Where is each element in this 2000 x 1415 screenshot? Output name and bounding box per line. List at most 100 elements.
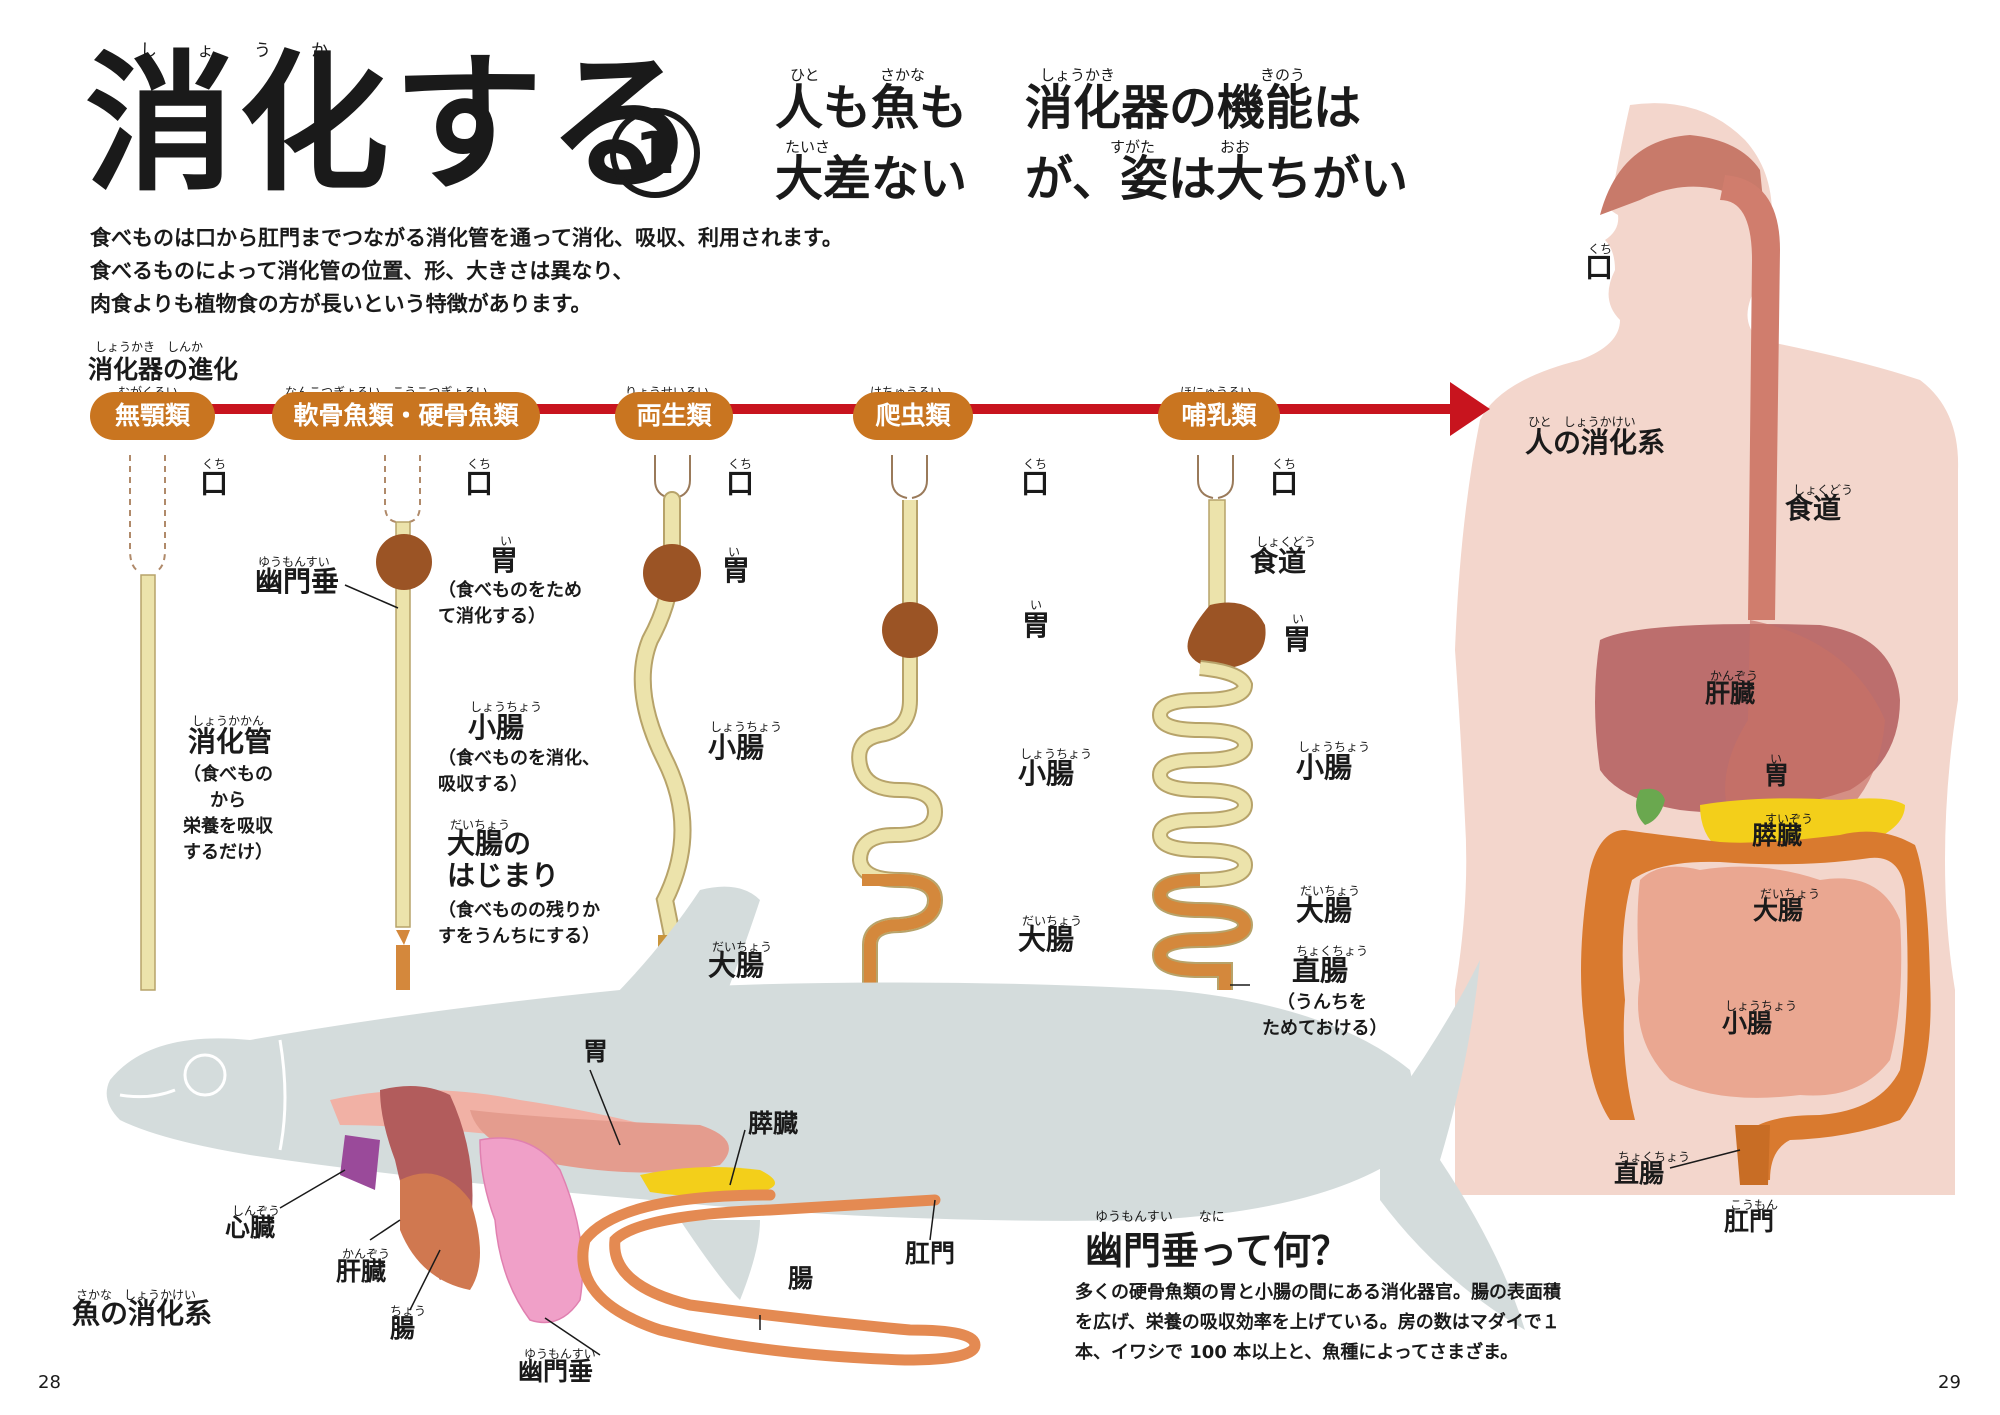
mouth-label: 口 (1270, 467, 1299, 500)
digestive-tract-label: 消化管 (188, 725, 273, 758)
title-ruby: しょうか (140, 41, 368, 61)
fish-stomach-label: 胃 (583, 1037, 609, 1066)
small-int-ruby: しょうちょう (1725, 999, 1798, 1013)
pancreas-ruby: すいぞう (1765, 812, 1814, 826)
sub-ruby-oo: おお (1220, 138, 1251, 156)
subtitle-2b: が、姿は大ちがい (1025, 151, 1409, 207)
fish-intestine-label-right: 腸 (788, 1264, 814, 1293)
note-line: （うんちを (1277, 992, 1367, 1013)
intestine-ruby: ちょう (390, 1304, 427, 1318)
large-intestine-label: 大腸 (708, 949, 765, 982)
stomach-note: （食べものをため て消化する） (438, 578, 582, 630)
subtitle-1b: 消化器の機能は (1025, 80, 1362, 136)
sub-ruby-taisa: たいさ (785, 138, 831, 156)
small-intestine-label: 小腸 (1018, 757, 1075, 790)
mouth-ruby: くち (728, 457, 753, 471)
stomach-label: 胃 (1283, 623, 1312, 656)
liver-ruby: かんぞう (342, 1247, 391, 1261)
large-intestine-label: 大腸 (1296, 894, 1353, 927)
fish-pancreas-label: 膵臓 (748, 1109, 799, 1138)
stomach-ruby: い (1292, 612, 1305, 626)
note-line: （食べものをため (438, 580, 582, 601)
page-number-left: 28 (38, 1372, 61, 1393)
rectum-label: 直腸 (1292, 954, 1349, 987)
human-liver-label: 肝臓 (1705, 679, 1756, 708)
large-start-note: （食べものの残りか すをうんちにする） (438, 898, 600, 950)
human-pancreas-label: 膵臓 (1752, 821, 1803, 850)
note-line: （食べものの残りか (438, 900, 600, 921)
leader-lines (279, 584, 1741, 1356)
large-start-label: 大腸の はじまり (447, 827, 560, 893)
note-line: ためておける） (1262, 1018, 1388, 1040)
evolution-heading-ruby: しょうかき しんか (95, 340, 204, 354)
small-int-ruby: しょうちょう (470, 700, 543, 714)
human-small-intestine-label: 小腸 (1722, 1009, 1773, 1038)
rectum-note: （うんちを ためておける） (1262, 990, 1388, 1042)
fish-eye (183, 1053, 227, 1097)
sub-ruby-kinou: きのう (1260, 66, 1306, 84)
human-body-figure (1455, 103, 1959, 1196)
fish-liver-lower (400, 1173, 480, 1290)
fish-head-outline (278, 1039, 287, 1151)
fish-intestine (577, 1189, 981, 1366)
fish-heart-label: 心臓 (225, 1213, 276, 1242)
small-int-ruby: しょうちょう (1298, 740, 1371, 754)
pyloric-ruby: ゆうもんすい (258, 555, 330, 569)
question-title: 幽門垂って何？ (1085, 1229, 1350, 1273)
question-title-ruby: ゆうもんすい なに (1095, 1210, 1225, 1225)
mouth-ruby: くち (467, 457, 492, 471)
label-line: はじまり (447, 859, 560, 893)
page-title: 消化する (85, 38, 702, 212)
small-intestine-label: 小腸 (468, 711, 525, 744)
human-small-intestine (1637, 866, 1902, 1098)
pyloric-label: 幽門垂 (255, 565, 340, 598)
note-line: （食べものから (183, 764, 273, 812)
intro-line: 肉食よりも植物食の方が長いという特徴があります。 (90, 292, 592, 316)
fish-heart (340, 1135, 380, 1190)
small-intestine-label: 小腸 (708, 731, 765, 764)
mouth-label: 口 (1021, 467, 1050, 500)
pill-amphibians: 両生類 (615, 392, 733, 440)
stomach-ruby: い (500, 534, 513, 548)
large-ruby: だいちょう (1022, 914, 1083, 928)
sub-ruby-sakana: さかな (880, 66, 926, 84)
human-esophagus-tube (1720, 175, 1780, 620)
esophagus-label: 食道 (1250, 545, 1307, 578)
fish-title-ruby: さかな しょうかけい (76, 1288, 197, 1302)
reptile-tract (851, 455, 943, 990)
note-line: すをうんちにする） (438, 926, 601, 948)
evolution-heading: 消化器の進化 (88, 355, 239, 384)
human-stomach-label: 胃 (1764, 761, 1790, 790)
digestive-tract-note: （食べものから 栄養を吸収 するだけ） (178, 762, 278, 866)
large-ruby: だいちょう (450, 818, 511, 832)
mouth-ruby: くち (1272, 457, 1297, 471)
stomach-label: 胃 (1022, 609, 1051, 642)
mouth-ruby: くち (202, 457, 227, 471)
human-mouth-label: 口 (1585, 251, 1614, 284)
fish-tract (376, 455, 432, 990)
note-line: 吸収する） (438, 774, 528, 796)
intro-line: 食べものは口から肛門までつながる消化管を通って消化、吸収、利用されます。 (90, 226, 843, 250)
fish-figure (106, 886, 1525, 1366)
stomach-label: 胃 (490, 544, 519, 577)
intro-line: 食べるものによって消化管の位置、形、大きさは異なり、 (90, 259, 634, 283)
label-line: 大腸の (447, 827, 532, 860)
sub-ruby-hito: ひと (790, 66, 820, 84)
page-number-right: 29 (1938, 1372, 1961, 1393)
anus-ruby: こうもん (1730, 1198, 1779, 1212)
subtitle-2a: 大差ない (775, 151, 968, 207)
human-rectum-label: 直腸 (1614, 1159, 1665, 1188)
fish-dorsal-fin (610, 886, 760, 1010)
human-anus-label: 肛門 (1724, 1207, 1775, 1236)
heart-ruby: しんぞう (232, 1204, 281, 1218)
pill-fishes: 軟骨魚類・硬骨魚類 (272, 392, 540, 440)
liver-ruby: かんぞう (1710, 669, 1759, 683)
stomach-label: 胃 (722, 554, 751, 587)
tract-ruby: しょうかかん (192, 714, 265, 728)
pill-mammals: 哺乳類 (1158, 392, 1280, 440)
note-line: て消化する） (438, 606, 546, 628)
stomach-ruby: い (728, 545, 741, 559)
large-ruby: だいちょう (712, 940, 773, 954)
pill-jawless: 無顎類 (90, 392, 215, 440)
mouth-label: 口 (465, 467, 494, 500)
